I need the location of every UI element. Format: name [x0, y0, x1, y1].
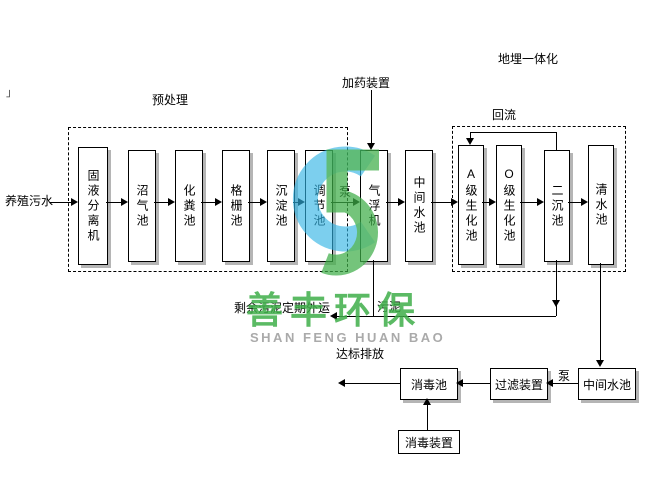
- reflux-line: [470, 132, 556, 133]
- arrow-right-icon: [298, 198, 305, 206]
- source-label: 养殖污水: [5, 194, 54, 208]
- pump-label-2: 泵: [558, 369, 571, 383]
- flow-line: [427, 405, 428, 430]
- box-regulation-pool: 调节池: [305, 150, 333, 262]
- sludge-line: [337, 316, 556, 317]
- pump-label-1: 泵: [339, 185, 352, 199]
- sludge-line: [556, 260, 557, 316]
- reflux-label: 回流: [492, 108, 517, 122]
- arrow-right-icon: [489, 198, 496, 206]
- flow-line: [248, 202, 260, 203]
- reflux-line: [470, 132, 471, 139]
- box-disinfection-device: 消毒装置: [398, 430, 460, 454]
- box-solid-liquid-separator: 固液分离机: [78, 147, 108, 265]
- box-secondary-sedimentation-pool: 二沉池: [544, 150, 570, 262]
- sludge-label: 污泥: [377, 300, 402, 314]
- underground-group: [452, 126, 626, 272]
- arrow-right-icon: [537, 198, 544, 206]
- watermark-company-name-pinyin: SHAN FENG HUAN BAO: [250, 330, 446, 345]
- flow-line: [431, 202, 451, 203]
- arrow-right-icon: [581, 198, 588, 206]
- box-grid-pool: 格栅池: [222, 150, 250, 262]
- arrow-left-icon: [546, 379, 553, 387]
- underground-group-label: 地埋一体化: [498, 52, 559, 66]
- flow-line: [154, 202, 168, 203]
- flow-line: [386, 202, 398, 203]
- box-clear-water-pool: 清水池: [588, 145, 614, 265]
- corner-mark: 」: [6, 87, 17, 99]
- box-intermediate-pool-top: 中间水池: [405, 150, 433, 262]
- arrow-right-icon: [71, 198, 78, 206]
- arrow-left-icon: [456, 379, 463, 387]
- arrow-down-icon: [552, 300, 560, 307]
- sludge-out-label: 剩余污泥定期外运: [234, 301, 331, 315]
- box-septic-tank: 化粪池: [175, 150, 203, 262]
- flow-line: [600, 263, 601, 360]
- arrow-right-icon: [353, 198, 360, 206]
- sludge-line: [373, 260, 374, 316]
- box-air-flotation: 气浮机: [360, 150, 388, 262]
- flow-line: [568, 202, 581, 203]
- box-o-biochemical-pool: O级生化池: [496, 145, 522, 265]
- flow-line: [201, 202, 215, 203]
- box-filter-device: 过滤装置: [490, 368, 548, 400]
- arrow-right-icon: [451, 198, 458, 206]
- arrow-left-icon: [338, 379, 345, 387]
- flow-line: [106, 202, 121, 203]
- flow-line: [345, 383, 400, 384]
- box-a-biochemical-pool: A级生化池: [458, 145, 484, 265]
- box-biogas-pool: 沼气池: [128, 150, 156, 262]
- arrow-right-icon: [215, 198, 222, 206]
- reflux-line: [556, 132, 557, 150]
- arrow-down-icon: [596, 360, 604, 367]
- box-disinfection-pool: 消毒池: [400, 368, 458, 400]
- arrow-right-icon: [168, 198, 175, 206]
- flow-line: [371, 90, 372, 143]
- discharge-label: 达标排放: [336, 347, 385, 361]
- box-sedimentation-pool: 沉淀池: [267, 150, 295, 262]
- flow-line: [482, 202, 489, 203]
- flow-line: [553, 383, 578, 384]
- box-intermediate-pool-bottom: 中间水池: [578, 368, 636, 400]
- arrow-left-icon: [330, 312, 337, 320]
- dosing-device-label: 加药装置: [342, 76, 391, 90]
- flow-line: [50, 202, 71, 203]
- arrow-right-icon: [260, 198, 267, 206]
- flow-line: [463, 383, 490, 384]
- pretreatment-label: 预处理: [152, 93, 189, 107]
- arrow-right-icon: [121, 198, 128, 206]
- arrow-right-icon: [398, 198, 405, 206]
- flow-line: [520, 202, 537, 203]
- arrow-up-icon: [423, 398, 431, 405]
- arrow-down-icon: [367, 143, 375, 150]
- arrow-down-icon: [466, 138, 474, 145]
- flow-line: [331, 202, 353, 203]
